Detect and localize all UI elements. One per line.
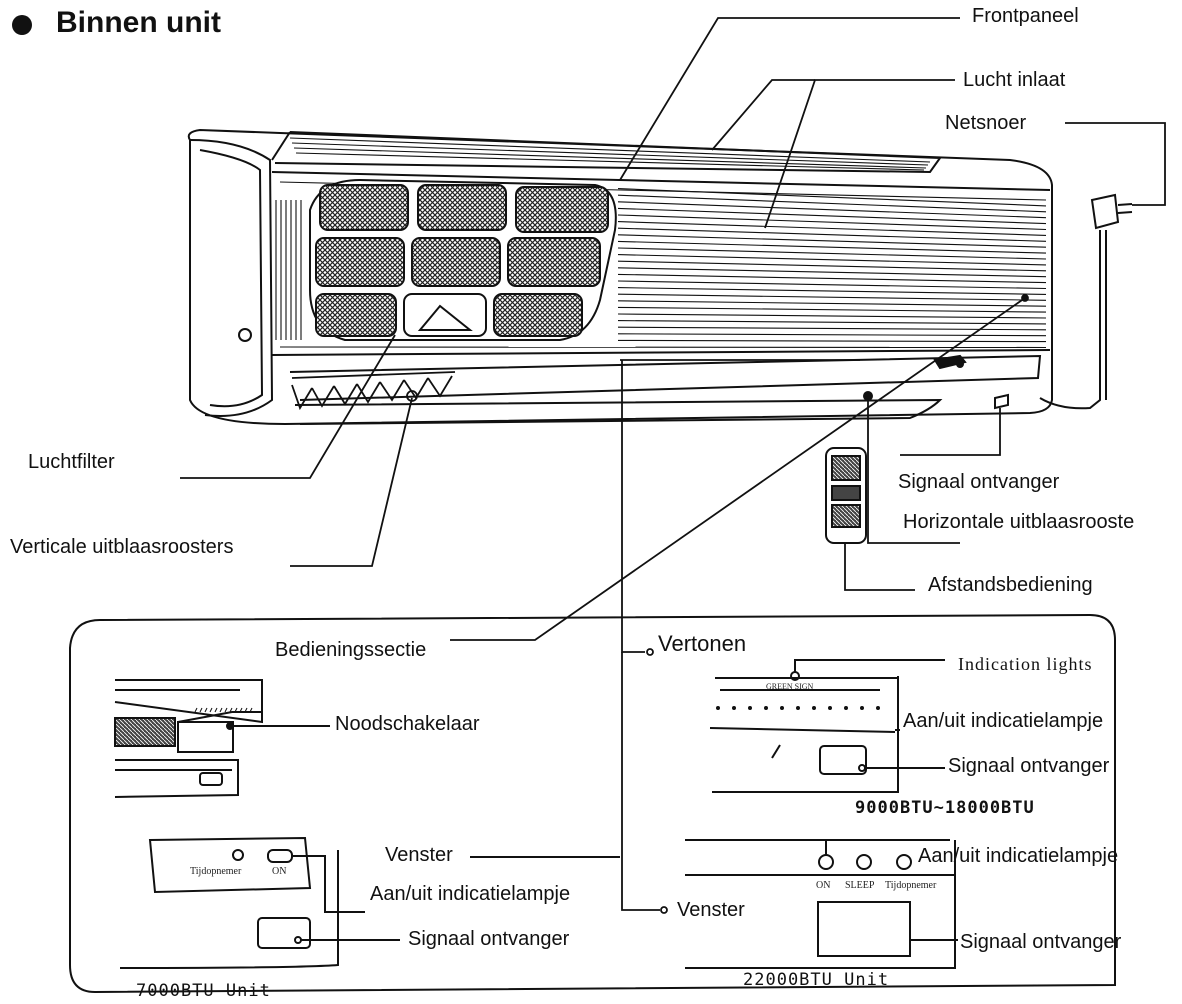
label-aan-uit-2: Aan/uit indicatielampje [370,883,571,905]
grille-line [617,240,1047,254]
label-tijdopnemer-22000: Tijdopnemer [885,880,937,891]
label-signaal-ontvanger-2: Signaal ontvanger [408,928,570,950]
label-netsnoer: Netsnoer [945,112,1027,134]
air-outlet [289,354,1042,425]
label-luchtfilter: Luchtfilter [28,451,115,473]
label-on-7000: ON [272,866,287,877]
label-on-22000: ON [816,880,831,891]
label-lucht-inlaat: Lucht inlaat [963,69,1066,91]
grille-line [617,293,1047,301]
label-model-9000: 9000BTU~18000BTU [855,798,1035,818]
grille-line [617,333,1047,337]
grille-line [617,260,1047,272]
label-sleep-22000: SLEEP [845,880,875,891]
grille-line [617,201,1047,219]
emergency-switch-drawing [114,679,330,798]
label-horizontale-uitblaasrooste: Horizontale uitblaasrooste [903,511,1135,533]
grille-line [617,320,1047,325]
label-signaal-ontvanger-main: Signaal ontvanger [898,471,1060,493]
label-venster-mid: Venster [677,899,745,921]
label-verticale-uitblaasroosters: Verticale uitblaasroosters [10,536,234,558]
label-signaal-ontvanger-3: Signaal ontvanger [960,931,1122,953]
label-model-22000: 22000BTU Unit [743,970,890,990]
label-signaal-ontvanger-1: Signaal ontvanger [948,755,1110,777]
title-bullet-icon [12,15,32,35]
air-filter-blocks [309,178,617,341]
grille-line [617,254,1047,266]
control-section-panel [69,613,1116,994]
label-model-7000: 7000BTU Unit [136,981,271,1001]
grille-line [617,306,1047,313]
remote-control-drawing [825,447,867,544]
indoor-unit-drawing [187,128,1053,426]
grille-line [617,280,1047,290]
label-frontpaneel: Frontpaneel [972,5,1079,27]
label-bedieningssectie: Bedieningssectie [275,639,427,661]
display-7000-drawing [119,836,620,969]
grille-line [617,188,1047,207]
grille-line [279,346,1047,349]
display-22000-drawing [685,839,958,969]
label-tijdopnemer-7000: Tijdopnemer [190,866,242,877]
leader-lines-upper [180,17,1166,914]
vertical-louvers [291,371,456,411]
label-noodschakelaar: Noodschakelaar [335,713,480,735]
grille-line [617,227,1047,242]
grille-line [617,207,1047,225]
label-aan-uit-3: Aan/uit indicatielampje [918,845,1119,867]
grille-line [617,214,1047,231]
grille-line [617,267,1047,278]
label-venster-left: Venster [385,844,453,866]
grille-line [617,287,1047,295]
grille-line [617,300,1047,307]
label-afstandsbediening: Afstandsbediening [928,574,1093,596]
grille-line [617,247,1047,260]
grille-line [617,273,1047,284]
label-indication-lights: Indication lights [958,654,1093,674]
page-title: Binnen unit [56,6,221,39]
grille-line [617,313,1047,319]
display-9000-drawing [709,659,945,793]
label-green-sign: GREEN SIGN [766,682,814,691]
label-aan-uit-1: Aan/uit indicatielampje [903,710,1104,732]
grille-line [617,234,1047,248]
label-vertonen: Vertonen [658,631,747,656]
grille-line [617,326,1047,331]
power-cord [1039,193,1133,410]
grille-line [617,194,1047,213]
grille-line [617,339,1047,343]
grille-line [617,221,1047,236]
front-grille [275,181,1047,349]
